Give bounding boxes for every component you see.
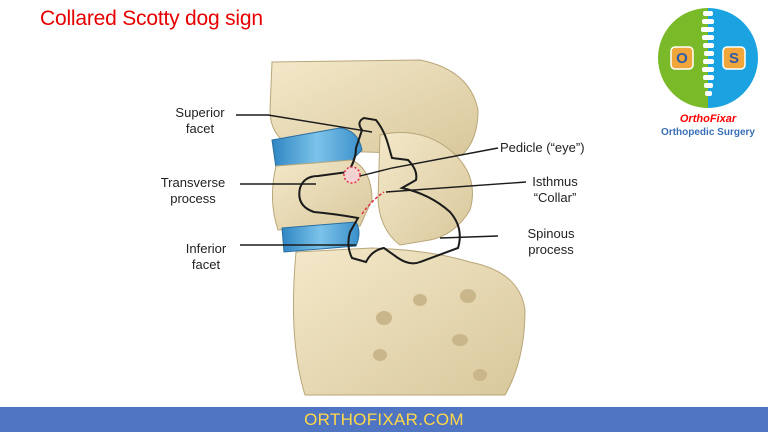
slide-title: Collared Scotty dog sign	[40, 7, 263, 30]
label-transverse-process-line1: Transverse	[160, 175, 226, 190]
scotty-dog-outline	[298, 116, 461, 265]
label-transverse-process: Transverse process	[150, 175, 236, 207]
sacral-foramina	[373, 289, 487, 381]
label-superior-facet-line2: facet	[185, 121, 215, 136]
label-spinous-process-line2: process	[528, 242, 574, 257]
label-pedicle: Pedicle (“eye”)	[500, 140, 585, 156]
leader-pedicle	[359, 147, 499, 177]
label-isthmus-line2: “Collar”	[533, 190, 577, 205]
logo-subtitle: Orthopedic Surgery	[661, 127, 755, 138]
label-spinous-process: Spinous process	[516, 226, 586, 258]
svg-text:O: O	[676, 50, 688, 67]
pedicle-eye-marker	[343, 166, 361, 184]
leader-spinous-process	[439, 235, 499, 239]
logo-badge-o: O	[670, 46, 694, 70]
leader-superior-facet	[236, 114, 373, 133]
logo-brand-name: OrthoFixar	[679, 113, 737, 125]
label-inferior-facet: Inferior facet	[174, 241, 238, 273]
orthofixar-logo: O S OrthoFixar Orthopedic Surgery	[655, 5, 761, 140]
isthmus-collar	[361, 191, 385, 215]
footer-bar: ORTHOFIXAR.COM	[0, 407, 768, 432]
label-isthmus: Isthmus “Collar”	[520, 174, 590, 206]
label-transverse-process-line2: process	[170, 191, 216, 206]
sacrum	[292, 247, 526, 396]
label-spinous-process-line1: Spinous	[527, 226, 575, 241]
footer-website-link[interactable]: ORTHOFIXAR.COM	[304, 410, 464, 429]
logo-badge-s: S	[722, 46, 746, 70]
label-inferior-facet-line1: Inferior	[185, 241, 227, 256]
label-superior-facet-line1: Superior	[175, 105, 225, 120]
label-pedicle-text: Pedicle (“eye”)	[500, 140, 585, 155]
spine-column-icon	[701, 11, 714, 96]
label-inferior-facet-line2: facet	[191, 257, 221, 272]
label-isthmus-line1: Isthmus	[532, 174, 578, 189]
svg-text:S: S	[729, 50, 739, 67]
logo-emblem: O S	[658, 8, 758, 108]
label-superior-facet: Superior facet	[168, 105, 232, 137]
leader-isthmus	[385, 181, 527, 193]
